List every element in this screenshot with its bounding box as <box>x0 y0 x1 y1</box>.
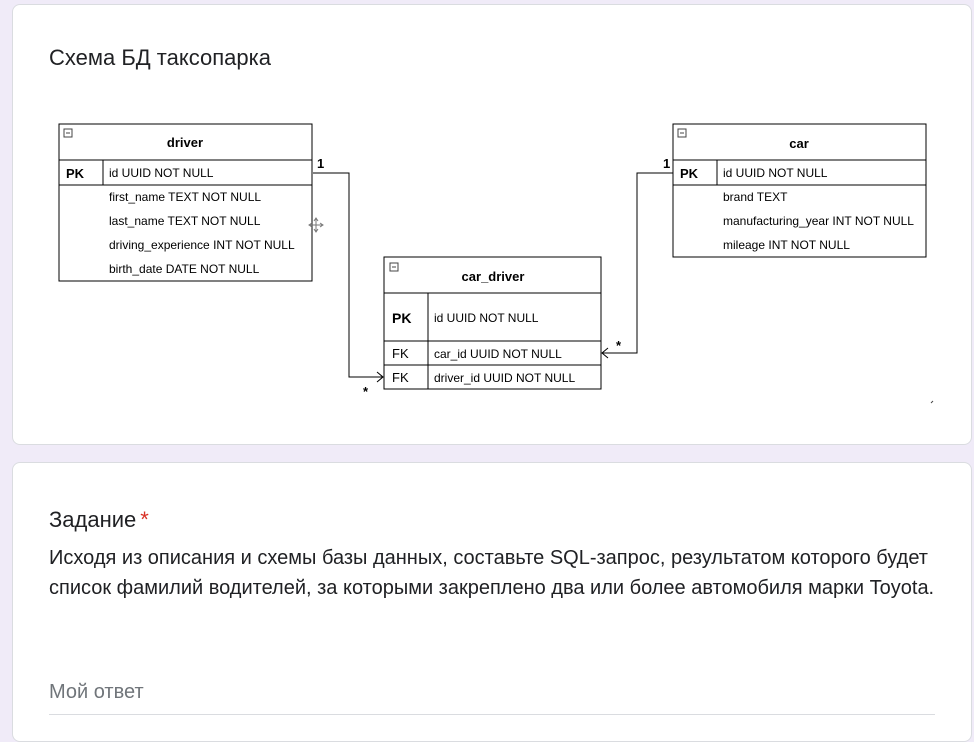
answer-input[interactable] <box>49 677 935 715</box>
driver-many-label: * <box>363 384 369 399</box>
car-driver-pk-label: PK <box>392 310 411 326</box>
driver-pk-label: PK <box>66 166 85 181</box>
car-driver-fk-field: car_id UUID NOT NULL <box>434 347 562 361</box>
driver-relation-line <box>313 172 383 378</box>
car-driver-table-title: car_driver <box>462 269 525 284</box>
car-one-label: 1 <box>663 156 670 171</box>
move-cursor-icon <box>308 217 324 233</box>
car-driver-pk-field: id UUID NOT NULL <box>434 311 539 325</box>
question-description: Исходя из описания и схемы базы данных, … <box>49 547 935 599</box>
car-relation-line <box>602 172 673 354</box>
car-field: manufacturing_year INT NOT NULL <box>723 214 914 228</box>
car-relation-arrow <box>601 347 609 359</box>
car-driver-fk-label: FK <box>392 346 409 361</box>
question-title-text: Задание <box>49 507 137 532</box>
car-table: car PK id UUID NOT NULL brand TEXT manuf… <box>672 123 927 258</box>
required-asterisk: * <box>140 507 149 532</box>
car-pk-label: PK <box>680 166 699 181</box>
car-field: mileage INT NOT NULL <box>723 238 850 252</box>
question-title: Задание* <box>49 507 149 533</box>
er-diagram: 1 * 1 * driver PK id UUID NOT NULL first… <box>58 123 934 404</box>
driver-table-title: driver <box>167 135 203 150</box>
diagram-title: Схема БД таксопарка <box>49 45 271 70</box>
car-driver-table: car_driver PK id UUID NOT NULL FK car_id… <box>383 256 602 390</box>
driver-field: birth_date DATE NOT NULL <box>109 262 260 276</box>
driver-one-label: 1 <box>317 156 324 171</box>
driver-field: first_name TEXT NOT NULL <box>109 190 261 204</box>
car-driver-fk-field: driver_id UUID NOT NULL <box>434 371 575 385</box>
driver-field: last_name TEXT NOT NULL <box>109 214 261 228</box>
driver-field: driving_experience INT NOT NULL <box>109 238 295 252</box>
car-pk-field: id UUID NOT NULL <box>723 166 828 180</box>
resize-handle-icon <box>930 400 934 404</box>
car-many-label: * <box>616 338 622 353</box>
driver-relation-arrow <box>376 371 384 383</box>
driver-table: driver PK id UUID NOT NULL first_name TE… <box>58 123 313 282</box>
driver-pk-field: id UUID NOT NULL <box>109 166 214 180</box>
car-table-title: car <box>789 136 809 151</box>
question-card: Задание* Исходя из описания и схемы базы… <box>12 462 972 742</box>
car-driver-fk-label: FK <box>392 370 409 385</box>
diagram-card: Схема БД таксопарка 1 * 1 * driver PK id… <box>12 4 972 445</box>
car-field: brand TEXT <box>723 190 788 204</box>
